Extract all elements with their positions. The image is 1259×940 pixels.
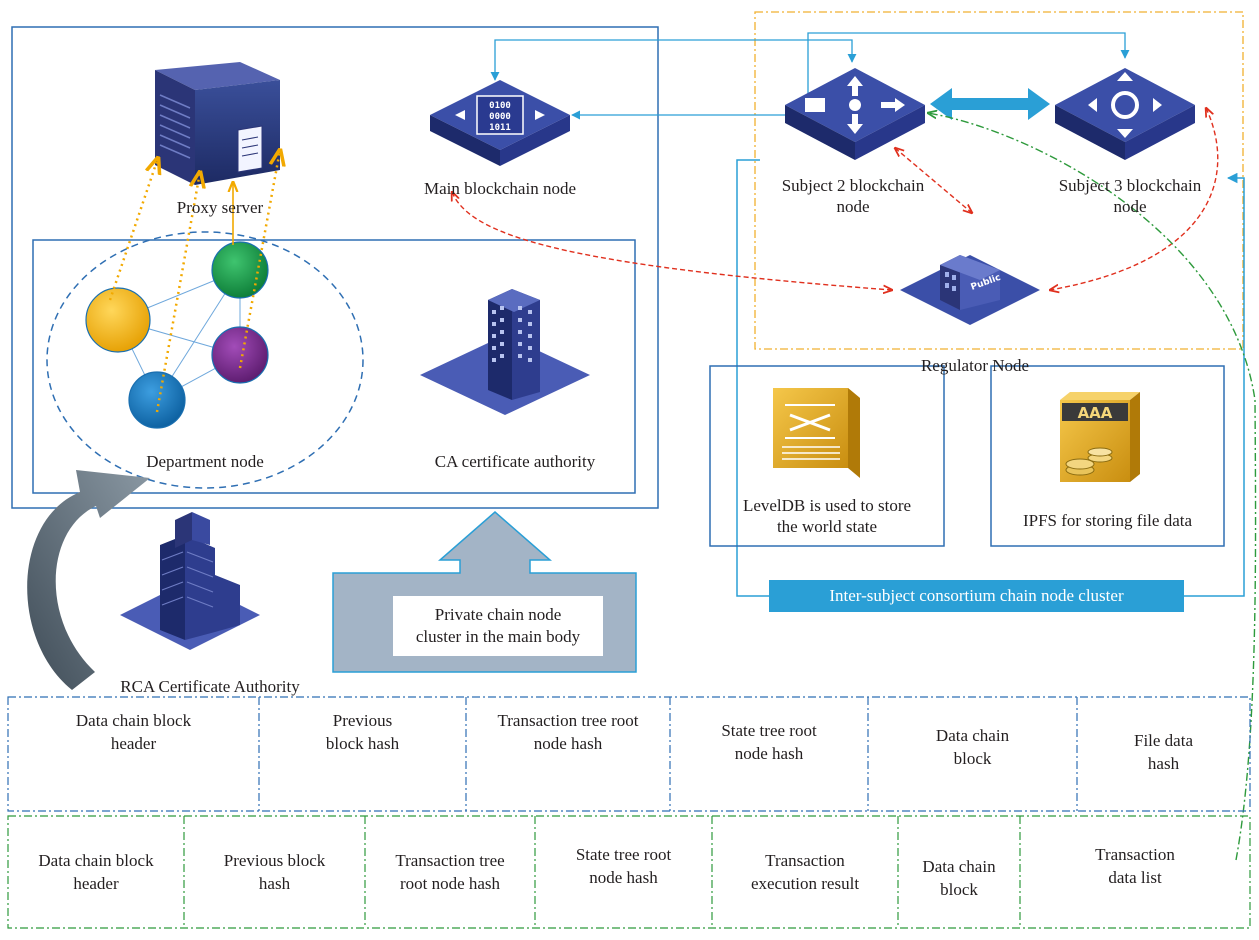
top-cell-3-text: Transaction tree root node hash [497,711,639,753]
bottom-cell-7: Transaction data list [1020,816,1250,916]
bottom-cell-6-text: Data chain block [922,857,996,899]
top-table-dividers [258,697,1078,811]
red-link-subject3-regulator [1050,108,1219,290]
top-cell-5: Data chain block [868,697,1077,797]
rca-to-department-arrow [27,470,150,690]
top-cell-1-text: Data chain block header [75,711,192,753]
consortium-cluster-banner: Inter-subject consortium chain node clus… [769,580,1184,612]
ipfs-label: IPFS for storing file data [1022,511,1193,530]
bottom-cell-1: Data chain block header [8,816,184,928]
department-node-purple [211,326,269,384]
bottom-cell-3-text: Transaction tree root node hash [395,851,505,893]
bottom-cell-2: Previous block hash [184,816,365,928]
regulator-node-label: Regulator Node [920,356,1030,375]
subject-double-arrow [930,88,1050,120]
leveldb-label: LevelDB is used to store the world state [742,496,912,536]
main-blockchain-node-label: Main blockchain node [423,179,576,198]
bottom-table-frame [7,815,1251,929]
top-cell-4-text: State tree root node hash [721,721,817,763]
subject3-router-icon [1055,68,1195,160]
ipfs-aaa-sign: AAA [1078,404,1113,422]
main-body-frame [11,26,659,509]
department-node-green [211,241,269,299]
ipfs-frame [990,365,1225,547]
bottom-cell-1-text: Data chain block header [38,851,154,893]
ipfs-icon: AAA [1060,392,1140,482]
department-node-label: Department node [146,452,264,471]
private-cluster-label: Private chain node cluster in the main b… [393,596,603,656]
proxy-server-icon [155,62,280,185]
top-cell-3: Transaction tree root node hash [466,697,670,767]
consortium-blue-bracket-right [1184,172,1245,597]
ca-authority-label: CA certificate authority [434,452,596,471]
subject2-router-icon [785,68,925,160]
link-main-to-subject3 [807,32,1130,115]
bottom-cell-7-text: Transaction data list [1095,845,1175,887]
subject2-node-label: Subject 2 blockchain node [781,176,925,216]
bottom-cell-6: Data chain block [898,816,1020,940]
main-node-bits-2: 0000 [489,112,511,122]
main-node-bits-3: 1011 [489,123,511,133]
proxy-server-label: Proxy server [176,198,264,217]
red-link-main-regulator [452,192,892,290]
top-cell-2-text: Previous block hash [325,711,400,753]
bottom-cell-5: Transaction execution result [712,816,898,928]
bottom-cell-2-text: Previous block hash [223,851,326,893]
bottom-table-dividers [183,816,1021,928]
department-node-yellow [85,287,151,353]
consortium-blue-bracket [736,159,769,597]
rca-authority-label: RCA Certificate Authority [120,677,300,696]
green-link-table-subject2 [928,113,1257,861]
main-blockchain-node-icon: 0100 0000 1011 [430,80,570,166]
bottom-cell-4-text: State tree root node hash [575,845,672,887]
red-link-subject2-regulator [895,148,972,213]
department-cluster-ellipse [46,231,364,489]
subject3-node-label: Subject 3 blockchain node [1058,176,1202,216]
top-cell-1: Data chain block header [8,697,259,767]
leveldb-icon [773,388,860,478]
ca-building-icon [420,289,590,415]
rca-building-icon [120,512,260,650]
leveldb-frame [709,365,945,547]
consortium-orange-frame [754,11,1244,350]
link-main-to-subject2 [490,39,857,81]
top-cell-5-text: Data chain block [935,726,1010,768]
top-cell-4: State tree root node hash [670,697,868,787]
bottom-cell-4: State tree root node hash [535,816,712,916]
top-cell-6-text: File data hash [1133,731,1193,773]
top-cell-2: Previous block hash [259,697,466,767]
regulator-building-icon: Public [900,255,1040,325]
department-node-blue [128,371,186,429]
orange-dotted-arrows [108,150,280,413]
main-node-bits-1: 0100 [489,101,511,111]
top-cell-6: File data hash [1077,697,1250,807]
bottom-cell-3: Transaction tree root node hash [365,816,535,928]
bottom-cell-5-text: Transaction execution result [750,851,860,893]
private-cluster-inner-frame [32,239,636,494]
top-table-frame [7,696,1251,812]
